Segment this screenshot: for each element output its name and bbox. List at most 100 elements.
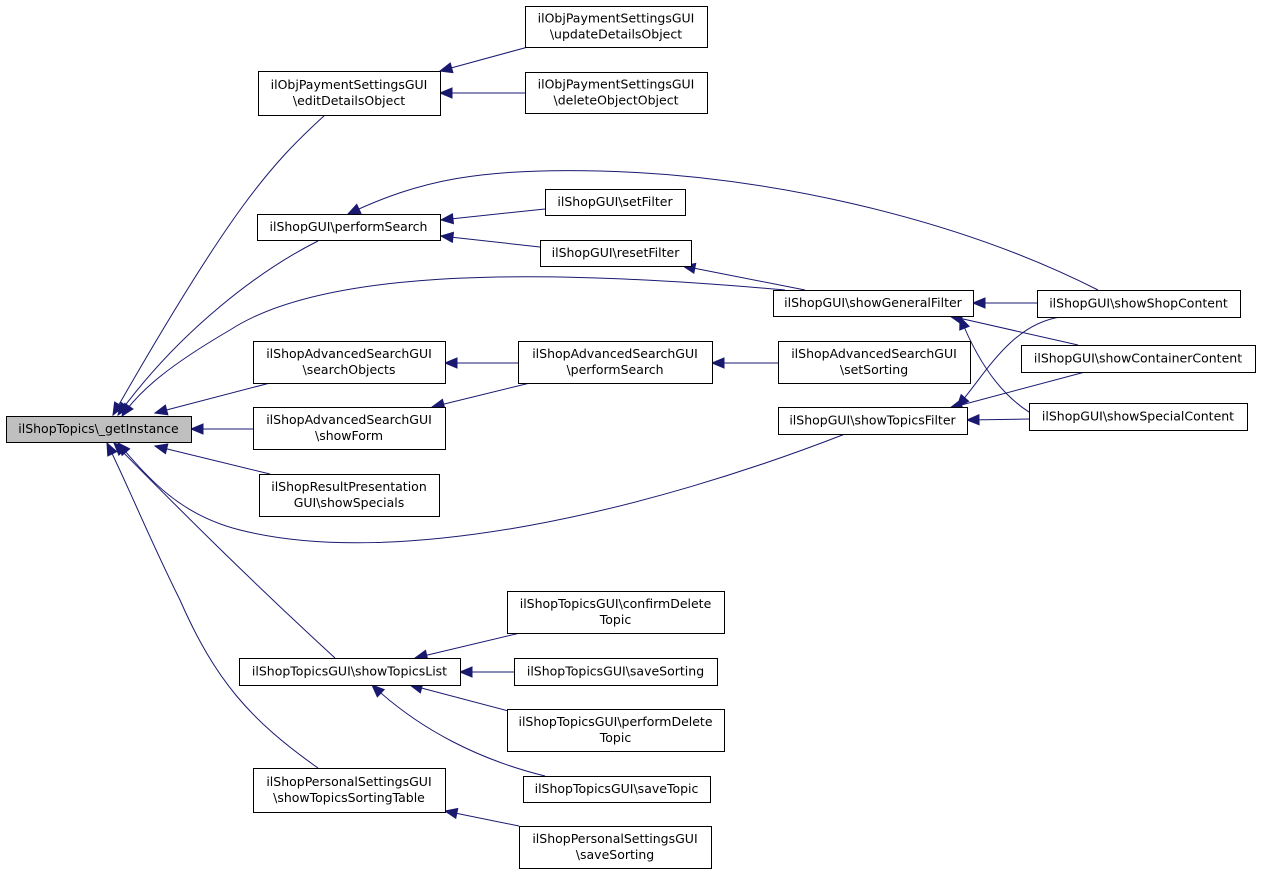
node-label: \showForm bbox=[315, 428, 383, 443]
arrowhead-personalSortingTable-to-root bbox=[106, 441, 118, 457]
node-box[interactable] bbox=[514, 658, 718, 686]
node-advSetSorting[interactable]: ilShopAdvancedSearchGUI\setSorting bbox=[778, 341, 971, 384]
node-label: ilShopGUI\performSearch bbox=[270, 219, 428, 234]
node-box[interactable] bbox=[778, 341, 971, 384]
node-box[interactable] bbox=[545, 189, 686, 216]
arrowhead-advSearchObjects-to-root bbox=[153, 404, 169, 416]
node-label: \saveSorting bbox=[576, 847, 654, 862]
edge-performDelete-to-showTopicsList bbox=[409, 684, 521, 715]
node-box[interactable] bbox=[257, 214, 441, 241]
node-setFilter[interactable]: ilShopGUI\setFilter bbox=[545, 189, 686, 216]
node-advShowForm[interactable]: ilShopAdvancedSearchGUI\showForm bbox=[253, 407, 446, 450]
node-label: ilShopResultPresentation bbox=[271, 479, 427, 494]
arrowhead-resetFilter-to-performSearch bbox=[439, 231, 455, 244]
arrowhead-showShopContent-to-performSearch bbox=[346, 203, 362, 215]
edge-advSearchObjects-to-root bbox=[154, 382, 271, 414]
node-updateDetails[interactable]: ilObjPaymentSettingsGUI\updateDetailsObj… bbox=[525, 6, 708, 48]
edge-editDetails-to-root bbox=[112, 114, 326, 416]
arrowhead-showTopicsList-to-root bbox=[113, 442, 127, 456]
node-showContainerContent[interactable]: ilShopGUI\showContainerContent bbox=[1021, 345, 1256, 373]
node-box[interactable] bbox=[253, 407, 446, 450]
edges-layer bbox=[106, 46, 1099, 827]
node-label: ilShopAdvancedSearchGUI bbox=[532, 346, 698, 361]
node-box[interactable] bbox=[525, 6, 708, 48]
edge-showGeneralFilter-to-root bbox=[121, 276, 786, 417]
node-label: \showTopicsSortingTable bbox=[273, 790, 425, 805]
node-label: ilShopGUI\showGeneralFilter bbox=[784, 295, 963, 310]
node-label: \deleteObjectObject bbox=[553, 93, 678, 108]
node-advSearchObjects[interactable]: ilShopAdvancedSearchGUI\searchObjects bbox=[253, 341, 446, 384]
arrowhead-showSpecialContent-to-showGeneralFilter bbox=[959, 315, 970, 331]
node-label: Topic bbox=[599, 612, 632, 627]
node-showTopicsFilter[interactable]: ilShopGUI\showTopicsFilter bbox=[778, 407, 968, 435]
node-personalSortingTable[interactable]: ilShopPersonalSettingsGUI\showTopicsSort… bbox=[253, 768, 446, 813]
edge-showSpecials-to-root bbox=[154, 445, 271, 475]
node-label: ilShopAdvancedSearchGUI bbox=[791, 346, 957, 361]
node-saveTopic[interactable]: ilShopTopicsGUI\saveTopic bbox=[523, 776, 711, 803]
edge-showContainerContent-to-showGeneralFilter bbox=[949, 315, 1079, 346]
node-box[interactable] bbox=[525, 72, 708, 114]
node-label: ilShopGUI\showContainerContent bbox=[1034, 351, 1242, 366]
node-box[interactable] bbox=[259, 474, 440, 517]
edge-personalSortingTable-to-root bbox=[106, 442, 319, 769]
node-label: Topic bbox=[599, 730, 632, 745]
node-performSearch[interactable]: ilShopGUI\performSearch bbox=[257, 214, 441, 241]
node-label: \searchObjects bbox=[303, 362, 396, 377]
node-box[interactable] bbox=[518, 341, 713, 384]
edge-showContainerContent-to-showTopicsFilter bbox=[949, 371, 1086, 409]
edge-showGeneralFilter-to-resetFilter bbox=[682, 265, 806, 291]
node-box[interactable] bbox=[523, 776, 711, 803]
node-box[interactable] bbox=[778, 407, 968, 435]
node-box[interactable] bbox=[519, 826, 712, 869]
node-box[interactable] bbox=[6, 416, 192, 443]
node-box[interactable] bbox=[507, 709, 725, 752]
arrowhead-setFilter-to-performSearch bbox=[439, 212, 455, 225]
node-box[interactable] bbox=[1021, 345, 1256, 373]
edge-performSearch-to-root bbox=[117, 240, 319, 416]
node-editDetails[interactable]: ilObjPaymentSettingsGUI\editDetailsObjec… bbox=[258, 71, 441, 116]
node-label: ilObjPaymentSettingsGUI bbox=[538, 11, 695, 26]
arrowhead-deleteObject-to-editDetails bbox=[438, 87, 453, 99]
arrowhead-advPerformSearch-to-advSearchObjects bbox=[443, 357, 458, 369]
edge-saveTopic-to-showTopicsList bbox=[371, 684, 546, 777]
node-showSpecialContent[interactable]: ilShopGUI\showSpecialContent bbox=[1029, 403, 1248, 431]
node-box[interactable] bbox=[507, 591, 725, 634]
node-label: ilShopPersonalSettingsGUI bbox=[532, 831, 697, 846]
arrowhead-showGeneralFilter-to-root bbox=[121, 402, 134, 418]
node-box[interactable] bbox=[1029, 403, 1248, 431]
node-box[interactable] bbox=[239, 658, 461, 686]
node-label: ilShopTopicsGUI\showTopicsList bbox=[252, 664, 447, 679]
node-label: \setSorting bbox=[840, 362, 908, 377]
node-box[interactable] bbox=[540, 240, 692, 267]
nodes-layer: ilShopTopics\_getInstance ilObjPaymentSet… bbox=[6, 6, 1256, 869]
node-resetFilter[interactable]: ilShopGUI\resetFilter bbox=[540, 240, 692, 267]
arrowhead-showSpecials-to-root bbox=[153, 443, 169, 455]
node-showTopicsList[interactable]: ilShopTopicsGUI\showTopicsList bbox=[239, 658, 461, 686]
node-personalSaveSorting[interactable]: ilShopPersonalSettingsGUI\saveSorting bbox=[519, 826, 712, 869]
node-label: ilShopGUI\showTopicsFilter bbox=[789, 413, 956, 428]
node-box[interactable] bbox=[258, 71, 441, 116]
arrowhead-advShowForm-to-root bbox=[189, 423, 204, 435]
node-showGeneralFilter[interactable]: ilShopGUI\showGeneralFilter bbox=[773, 290, 974, 317]
node-root[interactable]: ilShopTopics\_getInstance bbox=[6, 416, 192, 443]
node-label: ilObjPaymentSettingsGUI bbox=[538, 77, 695, 92]
node-deleteObject[interactable]: ilObjPaymentSettingsGUI\deleteObjectObje… bbox=[525, 72, 708, 114]
edge-confirmDelete-to-showTopicsList bbox=[414, 632, 521, 659]
node-box[interactable] bbox=[253, 341, 446, 384]
node-box[interactable] bbox=[253, 768, 446, 813]
node-box[interactable] bbox=[773, 290, 974, 317]
node-saveSortingTopics[interactable]: ilShopTopicsGUI\saveSorting bbox=[514, 658, 718, 686]
node-advPerformSearch[interactable]: ilShopAdvancedSearchGUI\performSearch bbox=[518, 341, 713, 384]
node-box[interactable] bbox=[1037, 290, 1241, 318]
edge-showShopContent-to-showTopicsFilter bbox=[956, 316, 1061, 408]
arrowhead-showSpecialContent-to-showTopicsFilter bbox=[965, 414, 980, 426]
edge-personalSaveSorting-to-personalSortingTable bbox=[444, 810, 520, 827]
node-showShopContent[interactable]: ilShopGUI\showShopContent bbox=[1037, 290, 1241, 318]
node-label: \editDetailsObject bbox=[293, 93, 405, 108]
node-label: ilShopGUI\showShopContent bbox=[1049, 296, 1228, 311]
arrowhead-saveTopic-to-showTopicsList bbox=[371, 684, 386, 698]
node-label: ilShopTopicsGUI\saveSorting bbox=[527, 664, 704, 679]
